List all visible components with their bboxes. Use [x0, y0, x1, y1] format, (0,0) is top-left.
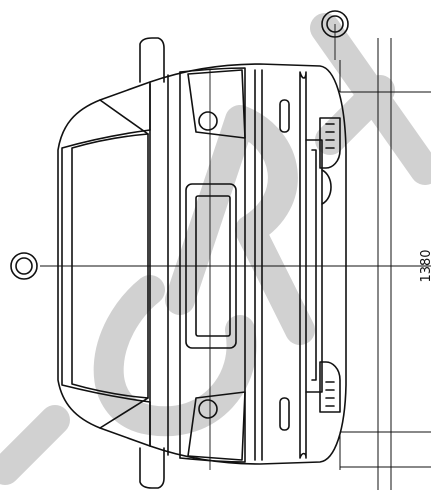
watermark-letter-y [310, 13, 431, 185]
undercarriage [305, 139, 323, 393]
lamp-circle-bottom [198, 399, 218, 419]
dimension-value: 1380 [419, 249, 431, 282]
tire-top [319, 117, 341, 169]
exhaust-pipe [321, 169, 332, 205]
tire-bottom [319, 361, 341, 413]
rear-bumper [254, 69, 307, 461]
mirror-top [139, 37, 165, 83]
track-width-dimension: 1380 [339, 38, 431, 490]
mirror-bottom [139, 447, 165, 489]
taillight-bottom [187, 391, 246, 461]
watermark-letter-c [0, 405, 70, 485]
bumper-reflector-top [279, 99, 290, 133]
trunk-lid [179, 67, 246, 463]
watermark-letter-r [165, 105, 315, 345]
license-plate [195, 195, 231, 337]
license-plate-recess [185, 183, 237, 349]
pillar-top [99, 81, 151, 135]
bumper-reflector-bottom [279, 397, 290, 431]
lamp-circle-top [198, 111, 218, 131]
car-body [57, 37, 347, 489]
center-marker-left [10, 252, 38, 280]
roof-line [61, 129, 151, 403]
taillight-top [187, 69, 246, 139]
center-marker-top [321, 10, 349, 38]
